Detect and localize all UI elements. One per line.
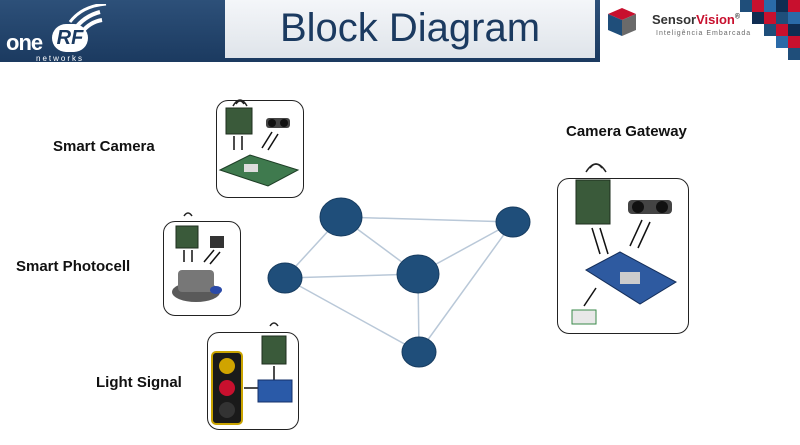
link-left-bottom	[284, 277, 420, 353]
link-top	[340, 216, 514, 223]
data-arrows-icon	[583, 219, 651, 307]
camera-sensor-icon	[628, 200, 672, 214]
label-camera-gateway: Camera Gateway	[566, 123, 687, 140]
gateway-board-icon	[585, 251, 678, 305]
data-arrows-icon	[183, 249, 221, 265]
logo-subtitle: networks	[36, 54, 85, 63]
traffic-light-icon	[211, 351, 243, 425]
sensorvision-name: SensorVision®	[652, 12, 740, 27]
mesh-node-left	[267, 262, 303, 294]
smart-photocell-devices	[172, 212, 224, 302]
label-smart-camera: Smart Camera	[53, 138, 155, 155]
link-right-bottom	[418, 221, 514, 353]
data-arrows-icon	[233, 131, 279, 151]
smart-camera-devices	[218, 99, 300, 187]
link-left-center	[284, 273, 419, 279]
label-light-signal: Light Signal	[96, 374, 182, 391]
mesh-node-right	[495, 206, 531, 238]
radio-module-icon	[225, 99, 253, 135]
mesh-node-top	[319, 197, 363, 237]
data-arrows-icon	[244, 366, 275, 389]
light-sensor-icon	[210, 236, 224, 248]
radio-module-icon	[575, 163, 611, 225]
mesh-node-center	[396, 254, 440, 294]
mesh-node-bottom	[401, 336, 437, 368]
light-signal-devices	[211, 322, 293, 425]
logo-badge: RF	[52, 24, 88, 52]
photocell-housing-icon	[172, 270, 222, 302]
onerf-logo: one RF networks	[4, 4, 114, 63]
sensorvision-name-accent: Vision	[696, 12, 735, 27]
page-title: Block Diagram	[279, 6, 541, 50]
logo-word: one	[6, 30, 43, 55]
sensorvision-cube-icon	[608, 0, 800, 60]
radio-module-icon	[261, 322, 287, 365]
mesh-links	[284, 216, 514, 353]
title-band	[225, 0, 595, 58]
label-smart-photocell: Smart Photocell	[16, 258, 131, 275]
sensorvision-tagline: Inteligência Embarcada	[656, 30, 752, 37]
camera-sensor-icon	[266, 118, 290, 128]
radio-module-icon	[175, 212, 199, 249]
sensorvision-mark: ®	[734, 13, 741, 21]
processor-board-icon	[218, 154, 300, 187]
sensorvision-name-main: Sensor	[652, 12, 697, 27]
camera-gateway-devices	[571, 163, 678, 325]
sensorvision-logo: SensorVision® Inteligência Embarcada	[600, 0, 800, 62]
sensor-module-icon	[571, 309, 597, 325]
relay-board-icon	[257, 379, 293, 403]
